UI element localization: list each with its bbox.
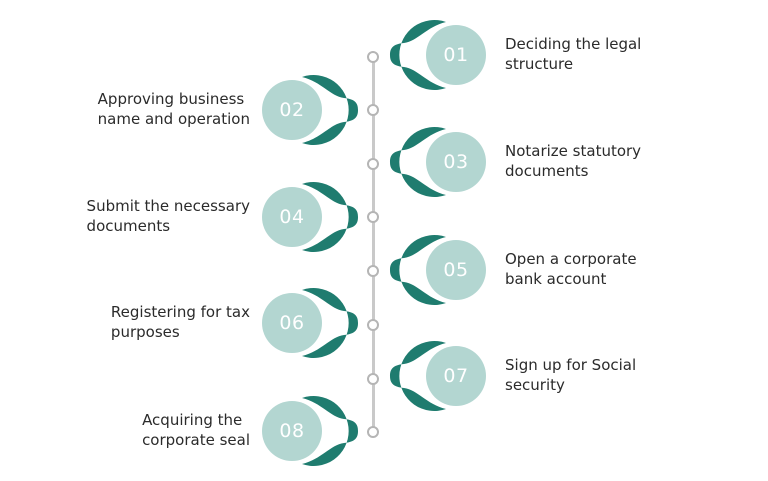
timeline-dot <box>367 372 379 385</box>
step-number: 02 <box>279 99 305 121</box>
timeline-dot <box>367 425 379 438</box>
step-number: 03 <box>443 151 469 173</box>
step-number: 05 <box>443 259 469 281</box>
step-number: 08 <box>279 420 305 442</box>
step-number: 04 <box>279 206 305 228</box>
timeline-dot <box>367 210 379 223</box>
step-05-marker <box>390 235 486 305</box>
timeline-line <box>372 57 375 432</box>
step-06-marker <box>262 288 358 358</box>
timeline-dot <box>367 264 379 277</box>
step-01-marker <box>390 20 486 90</box>
step-02-marker <box>262 75 358 145</box>
step-number: 07 <box>443 365 469 387</box>
timeline-dot <box>367 157 379 170</box>
step-03-marker <box>390 127 486 197</box>
step-07-marker <box>390 341 486 411</box>
step-number: 06 <box>279 312 305 334</box>
step-number: 01 <box>443 44 469 66</box>
step-08-marker <box>262 396 358 466</box>
timeline-dot <box>367 318 379 331</box>
timeline-dot <box>367 50 379 63</box>
timeline-dot <box>367 103 379 116</box>
step-04-marker <box>262 182 358 252</box>
